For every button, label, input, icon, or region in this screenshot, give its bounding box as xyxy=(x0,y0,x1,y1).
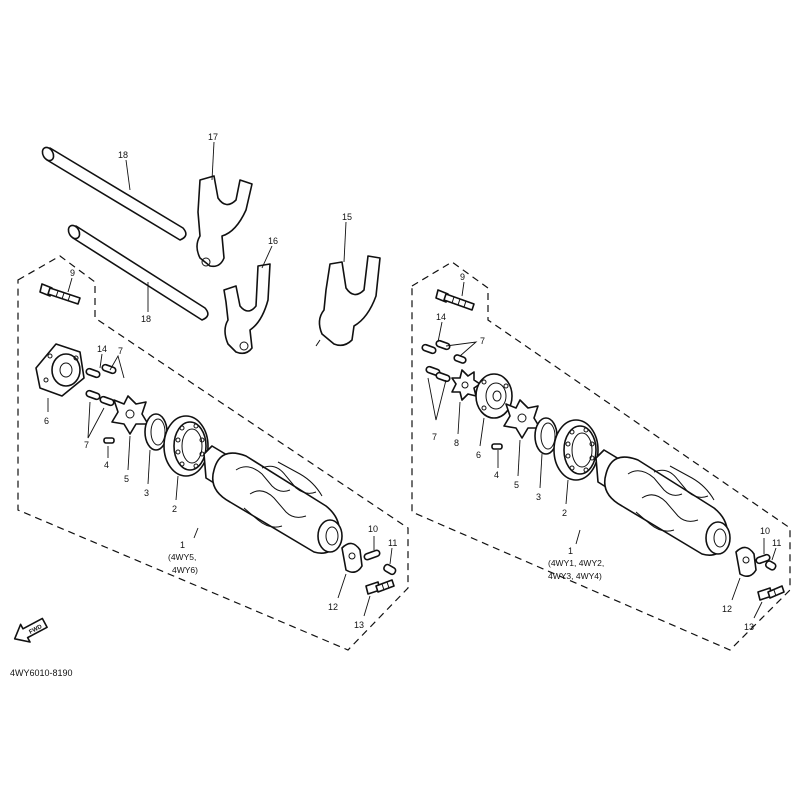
segment-6[interactable] xyxy=(475,373,513,419)
callout-16: 16 xyxy=(268,236,278,246)
pin-10[interactable] xyxy=(755,553,771,565)
pins-14[interactable] xyxy=(85,363,117,379)
right-callout-3: 3 xyxy=(536,492,541,502)
left-callout-13: 13 xyxy=(354,620,364,630)
shift-drum-assembly-1[interactable] xyxy=(595,449,731,556)
callout-18-lower: 18 xyxy=(141,314,151,324)
washer-3[interactable] xyxy=(534,417,558,455)
drawing-code: 4WY6010-8190 xyxy=(10,668,73,678)
stopper-segment-5[interactable] xyxy=(503,399,541,439)
right-assembly-note-line1: (4WY1, 4WY2, xyxy=(548,558,604,568)
right-callout-2: 2 xyxy=(562,508,567,518)
left-callout-7-top: 7 xyxy=(118,346,123,356)
shift-fork-16[interactable] xyxy=(223,263,271,355)
right-callout-14: 14 xyxy=(436,312,446,322)
plate-12[interactable] xyxy=(341,542,363,574)
stopper-segment-5[interactable] xyxy=(111,395,149,435)
shift-drum-assembly-1[interactable] xyxy=(203,445,343,554)
right-assembly-group: 9 14 7 7 8 xyxy=(411,261,791,651)
shift-fork-17[interactable] xyxy=(196,175,253,268)
right-callout-11: 11 xyxy=(772,538,781,548)
left-callout-9: 9 xyxy=(70,268,75,278)
right-callout-10: 10 xyxy=(760,526,770,536)
callout-17: 17 xyxy=(208,132,218,142)
shift-fork-guide-bar-upper[interactable] xyxy=(40,145,187,241)
left-callout-3: 3 xyxy=(144,488,149,498)
right-callout-9: 9 xyxy=(460,272,465,282)
right-callout-7-bottom: 7 xyxy=(432,432,437,442)
pins-14[interactable] xyxy=(421,339,451,355)
left-group-boundary xyxy=(17,255,409,651)
callout-18-upper: 18 xyxy=(118,150,128,160)
left-callout-10: 10 xyxy=(368,524,378,534)
left-assembly-note-line1: (4WY5, xyxy=(168,552,196,562)
screw-9[interactable] xyxy=(39,283,81,305)
left-callout-4: 4 xyxy=(104,460,109,470)
left-callout-12: 12 xyxy=(328,602,338,612)
screw-13[interactable] xyxy=(757,585,785,601)
right-assembly-note-line2: 4WY3, 4WY4) xyxy=(548,571,602,581)
right-callout-8: 8 xyxy=(454,438,459,448)
callout-15: 15 xyxy=(342,212,352,222)
pin-11[interactable] xyxy=(383,563,397,576)
right-callout-5: 5 xyxy=(514,480,519,490)
left-assembly-group: 9 6 14 7 7 4 xyxy=(17,255,409,651)
right-callout-1: 1 xyxy=(568,546,573,556)
pin-4[interactable] xyxy=(103,437,115,444)
right-group-boundary xyxy=(411,261,791,651)
left-callout-6: 6 xyxy=(44,416,49,426)
right-callout-4: 4 xyxy=(494,470,499,480)
right-callout-7-top: 7 xyxy=(480,336,485,346)
pins-7[interactable] xyxy=(425,354,467,383)
screw-13[interactable] xyxy=(365,579,395,595)
left-callout-14: 14 xyxy=(97,344,107,354)
shift-fork-15[interactable] xyxy=(315,255,381,347)
pin-10[interactable] xyxy=(363,549,381,561)
left-callout-7-bottom: 7 xyxy=(84,440,89,450)
left-callout-1: 1 xyxy=(180,540,185,550)
bearing-2[interactable] xyxy=(163,415,209,477)
front-direction-arrow: FWD xyxy=(13,617,48,643)
left-callout-11: 11 xyxy=(388,538,397,548)
right-callout-6: 6 xyxy=(476,450,481,460)
segment-6[interactable] xyxy=(35,343,85,397)
left-callout-2: 2 xyxy=(172,504,177,514)
bearing-2[interactable] xyxy=(553,419,599,481)
plate-12[interactable] xyxy=(735,546,757,578)
left-assembly-note-line2: 4WY6) xyxy=(172,565,198,575)
shift-fork-guide-bar-lower[interactable] xyxy=(66,223,209,321)
pin-11[interactable] xyxy=(764,560,777,571)
screw-9[interactable] xyxy=(435,289,475,311)
right-callout-13: 13 xyxy=(744,622,754,632)
right-callout-12: 12 xyxy=(722,604,732,614)
left-callout-5: 5 xyxy=(124,474,129,484)
star-plate-8[interactable] xyxy=(451,369,481,401)
pins-7[interactable] xyxy=(85,389,115,407)
pin-4[interactable] xyxy=(491,443,503,450)
